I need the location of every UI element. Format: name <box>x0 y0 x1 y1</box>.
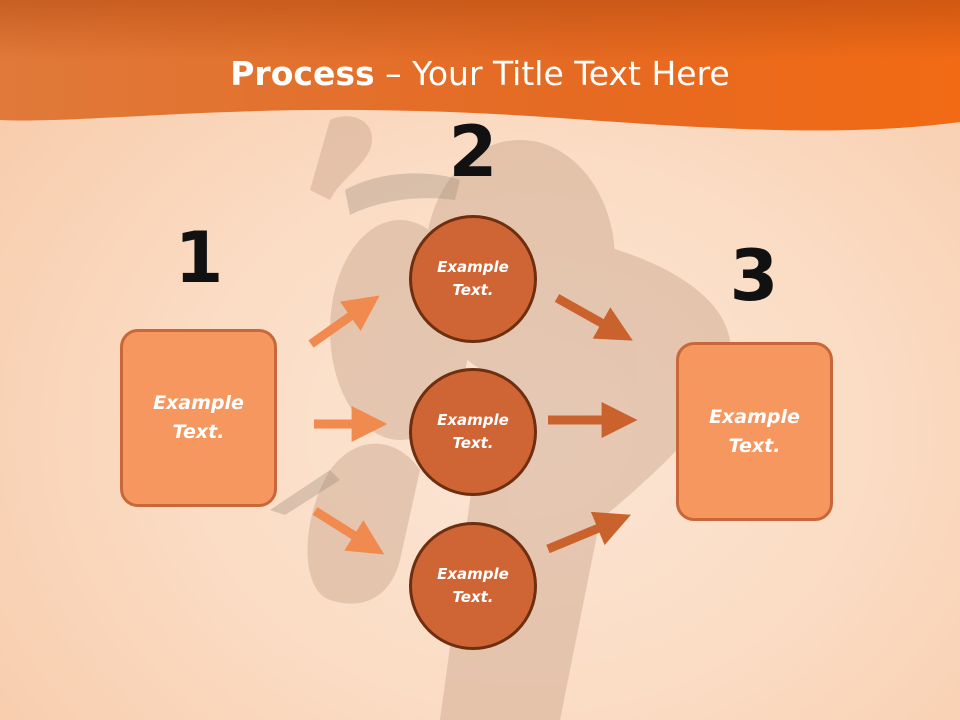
step-number-3: 3 <box>729 235 779 317</box>
process-circle-3-label: Example Text. <box>437 565 509 606</box>
arrow-circle1-to-box3 <box>554 294 633 341</box>
arrow-circle3-to-box3 <box>546 511 631 554</box>
step-box-1: Example Text. <box>120 329 277 507</box>
process-circle-1-label: Example Text. <box>437 258 509 299</box>
title-rest: – Your Title Text Here <box>374 54 730 93</box>
process-circle-3: Example Text. <box>409 522 537 650</box>
step-box-3: Example Text. <box>676 342 833 521</box>
step-box-3-label: Example Text. <box>709 405 800 457</box>
process-circle-2: Example Text. <box>409 368 537 496</box>
step-box-1-label: Example Text. <box>153 392 244 443</box>
process-circle-1: Example Text. <box>409 215 537 343</box>
title-banner <box>0 0 960 131</box>
process-circle-2-label: Example Text. <box>437 411 509 452</box>
step-number-1: 1 <box>174 217 224 299</box>
arrow-box1-to-circle3 <box>312 507 385 555</box>
step-number-2: 2 <box>448 111 498 193</box>
title-strong: Process <box>230 54 375 93</box>
slide-title: Process – Your Title Text Here <box>0 52 960 96</box>
arrow-box1-to-circle1 <box>308 295 380 348</box>
